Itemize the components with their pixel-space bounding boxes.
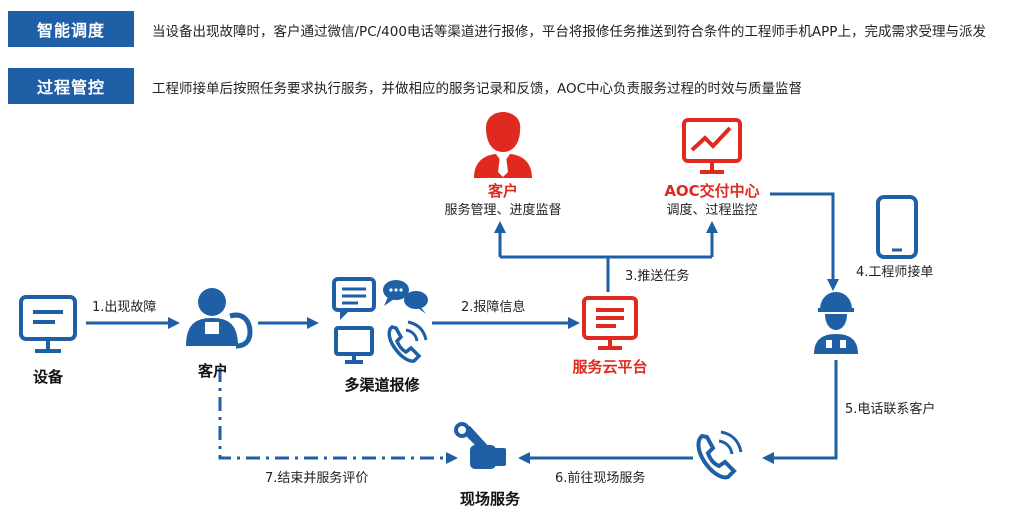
node-onsite-label: 现场服务: [459, 490, 521, 508]
wrench-hand-icon: [454, 422, 506, 469]
customer-person-icon: [474, 112, 532, 178]
node-top-customer-title: 客户: [487, 182, 519, 200]
step-2-label: 2.报障信息: [461, 300, 526, 315]
smart-dispatch-description: 当设备出现故障时，客户通过微信/PC/400电话等渠道进行报修，平台将报修任务推…: [152, 24, 986, 40]
customer-user-icon: [186, 288, 253, 349]
arrow-step4: [770, 192, 839, 291]
phone-icon: [387, 320, 428, 363]
engineer-icon: [814, 292, 858, 354]
monitor-icon: [19, 295, 77, 353]
analytics-monitor-icon: [682, 118, 742, 174]
step-4-label: 4.工程师接单: [856, 265, 934, 280]
chat-icon: [332, 277, 376, 320]
smartphone-icon: [876, 195, 918, 259]
tag-process-control: 过程管控: [8, 68, 134, 104]
tag-smart-dispatch: 智能调度: [8, 11, 134, 47]
message-bubbles-icon: [383, 280, 428, 314]
step-3-label: 3.推送任务: [625, 269, 690, 284]
process-control-description: 工程师接单后按照任务要求执行服务，并做相应的服务记录和反馈，AOC中心负责服务过…: [152, 81, 803, 97]
node-customer-label: 客户: [197, 362, 229, 380]
node-top-customer-sub: 服务管理、进度监督: [444, 203, 562, 218]
node-aoc-sub: 调度、过程监控: [666, 203, 758, 218]
arrow-step7-dashed: [218, 368, 458, 464]
step-7-label: 7.结束并服务评价: [265, 471, 369, 486]
node-device-label: 设备: [32, 368, 64, 386]
platform-monitor-icon: [582, 296, 638, 350]
step-6-label: 6.前往现场服务: [555, 471, 646, 486]
node-platform-label: 服务云平台: [572, 358, 648, 376]
step-5-label: 5.电话联系客户: [845, 402, 936, 417]
node-channels-label: 多渠道报修: [344, 376, 420, 394]
node-aoc-title: AOC交付中心: [664, 182, 760, 200]
step-1-label: 1.出现故障: [92, 300, 157, 315]
arrow-step5: [762, 360, 838, 464]
pc-icon: [334, 326, 374, 364]
phone-call-icon: [696, 430, 743, 480]
